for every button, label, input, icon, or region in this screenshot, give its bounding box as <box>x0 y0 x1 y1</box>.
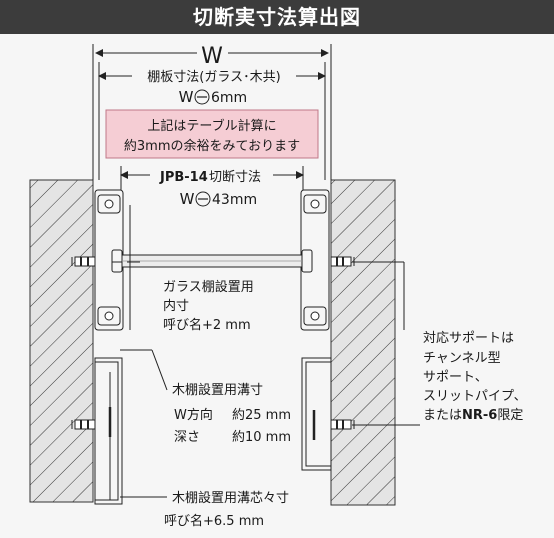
wood-center-line1: 木棚設置用溝芯々寸 <box>172 490 289 506</box>
support-note-prefix: または <box>423 408 462 423</box>
support-note-line5: またはNR-6限定 <box>423 408 523 423</box>
left-glass-bracket <box>71 189 124 331</box>
support-note-suffix: 限定 <box>497 408 523 423</box>
wood-groove-depth-label: 深さ <box>174 430 200 445</box>
shelf-dim-value: 6mm <box>211 90 247 106</box>
title-bar: 切断実寸法算出図 <box>0 0 554 34</box>
diagram-title: 切断実寸法算出図 <box>193 5 361 29</box>
left-wood-channel <box>71 357 123 505</box>
margin-note-box <box>105 109 319 159</box>
left-wall <box>29 179 94 503</box>
w-dimension <box>92 44 332 180</box>
minus-circle-icon <box>195 191 211 207</box>
w-label: W <box>201 44 223 69</box>
support-note-leaders <box>352 261 420 426</box>
shelf-dimension <box>98 62 326 180</box>
right-wall <box>330 179 396 506</box>
glass-label-line3: 呼び名+2 mm <box>163 317 251 333</box>
support-note-line3: サポート、 <box>423 370 488 385</box>
minus-circle-icon <box>194 89 210 105</box>
glass-label-line1: ガラス棚設置用 <box>163 279 254 295</box>
support-note-line4: スリットパイプ、 <box>423 389 527 404</box>
cut-dim-value: 43mm <box>212 192 257 208</box>
right-wood-channel <box>301 357 355 471</box>
margin-note-line2: 約3mmの余裕をみております <box>124 138 300 154</box>
wood-groove-line1: 木棚設置用溝寸 <box>172 382 263 398</box>
cut-dim-w: W <box>180 190 195 208</box>
margin-note-line1: 上記はテーブル計算に <box>147 118 276 134</box>
support-note-line1: 対応サポートは <box>423 331 514 346</box>
glass-label-line2: 内寸 <box>163 298 189 314</box>
wood-groove-depth: 約10 mm <box>232 430 291 445</box>
shelf-dim-line1: 棚板寸法(ガラス･木共) <box>147 70 280 85</box>
wood-groove-dir: W方向 <box>174 407 213 423</box>
support-note-model: NR-6 <box>462 408 497 423</box>
cut-dim-model: JPB-14 <box>159 170 208 185</box>
right-glass-bracket <box>300 189 355 331</box>
inner-dim-guides <box>112 205 140 330</box>
wood-label-leaders <box>109 349 168 500</box>
wood-groove-width: 約25 mm <box>232 408 291 423</box>
wood-center-line2: 呼び名+6.5 mm <box>164 513 264 529</box>
support-note-line2: チャンネル型 <box>423 351 501 366</box>
cut-dim-label: 切断寸法 <box>209 170 261 185</box>
shelf-dim-w: W <box>179 88 194 106</box>
